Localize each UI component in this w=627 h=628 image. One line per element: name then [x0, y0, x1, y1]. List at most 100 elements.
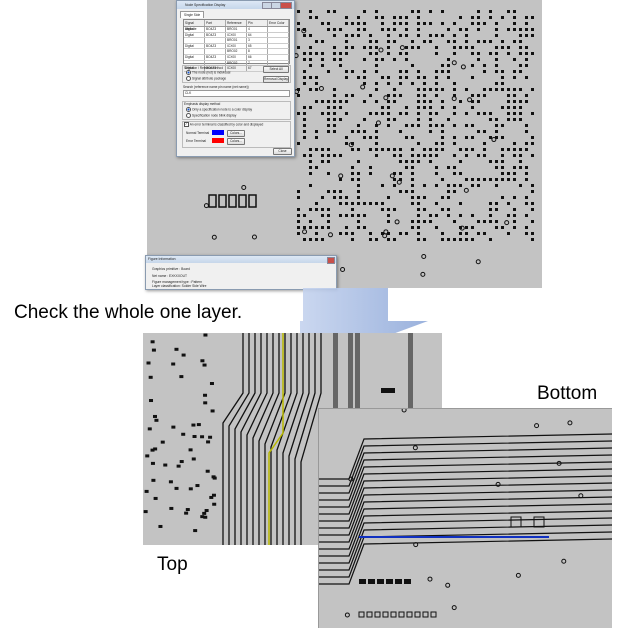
- pad: [519, 100, 522, 103]
- pad: [411, 40, 414, 43]
- pad: [363, 118, 366, 121]
- pad: [525, 202, 528, 205]
- pad: [315, 100, 318, 103]
- removal-display-button[interactable]: Removal Display: [263, 76, 289, 83]
- pad: [525, 124, 528, 127]
- pad: [507, 214, 510, 217]
- pad: [501, 148, 504, 151]
- pad: [393, 208, 396, 211]
- pad: [477, 184, 480, 187]
- dialog-title: Node Specification Display: [185, 3, 226, 7]
- radio-signal-package[interactable]: Signal attribute package: [186, 76, 226, 81]
- pad: [321, 112, 324, 115]
- pad: [381, 106, 384, 109]
- pad: [210, 409, 215, 413]
- pad: [369, 202, 372, 205]
- table-cell: Digital: [184, 32, 205, 38]
- pad: [435, 172, 438, 175]
- pad: [315, 238, 318, 241]
- trace: [319, 531, 612, 578]
- error-colors-button[interactable]: Colors...: [227, 138, 245, 145]
- pad: [375, 10, 378, 13]
- pad: [386, 579, 393, 584]
- pad: [453, 52, 456, 55]
- pad: [387, 82, 390, 85]
- pad: [381, 208, 384, 211]
- tab-single-side[interactable]: Single Side: [180, 11, 205, 18]
- pad: [381, 202, 384, 205]
- via: [556, 460, 562, 466]
- via: [459, 225, 465, 231]
- pad: [188, 448, 193, 452]
- col-header[interactable]: Pin: [247, 20, 268, 26]
- select-all-button[interactable]: Select All: [263, 66, 289, 73]
- pad: [423, 196, 426, 199]
- pad: [339, 28, 342, 31]
- pad: [345, 100, 348, 103]
- radio-color-display[interactable]: Only a specification node is a color dis…: [186, 107, 252, 112]
- pad: [531, 142, 534, 145]
- via: [451, 60, 457, 66]
- close-button[interactable]: Close: [273, 148, 292, 155]
- table-cell: BO4Z3: [205, 27, 226, 32]
- normal-colors-button[interactable]: Colors...: [227, 130, 245, 137]
- close-window-button[interactable]: [327, 257, 335, 264]
- pad: [387, 124, 390, 127]
- pad: [513, 88, 516, 91]
- pad: [381, 28, 384, 31]
- col-header[interactable]: Signal attribute: [184, 20, 205, 31]
- pad: [507, 28, 510, 31]
- col-header[interactable]: Part: [205, 20, 226, 26]
- pad: [146, 361, 151, 365]
- pad: [375, 88, 378, 91]
- table-cell: [184, 49, 205, 54]
- pad: [417, 238, 420, 241]
- pad: [477, 178, 480, 181]
- pad: [489, 220, 492, 223]
- pad: [495, 226, 498, 229]
- pad: [145, 454, 150, 458]
- pad: [495, 136, 498, 139]
- pad: [525, 46, 528, 49]
- pad: [531, 208, 534, 211]
- col-header[interactable]: Error Color: [268, 20, 289, 26]
- via: [383, 95, 389, 101]
- pad: [519, 118, 522, 121]
- pad: [200, 359, 205, 363]
- pad: [369, 34, 372, 37]
- pad: [209, 382, 214, 386]
- pad: [387, 208, 390, 211]
- pad: [357, 76, 360, 79]
- pad: [399, 148, 402, 151]
- error-terminal-checkbox[interactable]: ✓ An error terminal is classified by col…: [184, 122, 264, 127]
- search-input[interactable]: CLK: [183, 90, 290, 97]
- pad: [181, 353, 186, 357]
- via: [515, 572, 521, 578]
- pad: [453, 88, 456, 91]
- pad: [405, 190, 408, 193]
- pad: [507, 178, 510, 181]
- pad: [327, 106, 330, 109]
- radio-individual[interactable]: The node (net) is individual: [186, 70, 230, 75]
- pad: [417, 88, 420, 91]
- pad: [303, 52, 306, 55]
- pad: [309, 148, 312, 151]
- trace: [258, 333, 280, 545]
- col-header[interactable]: Reference: [226, 20, 247, 26]
- pad: [366, 611, 373, 618]
- radio-blink-display[interactable]: Specification node blink display: [186, 113, 236, 118]
- pad: [152, 414, 157, 418]
- pad: [423, 100, 426, 103]
- pad: [441, 88, 444, 91]
- pad: [375, 70, 378, 73]
- pad: [399, 82, 402, 85]
- close-window-button[interactable]: [280, 2, 292, 9]
- pad: [387, 28, 390, 31]
- pad: [519, 160, 522, 163]
